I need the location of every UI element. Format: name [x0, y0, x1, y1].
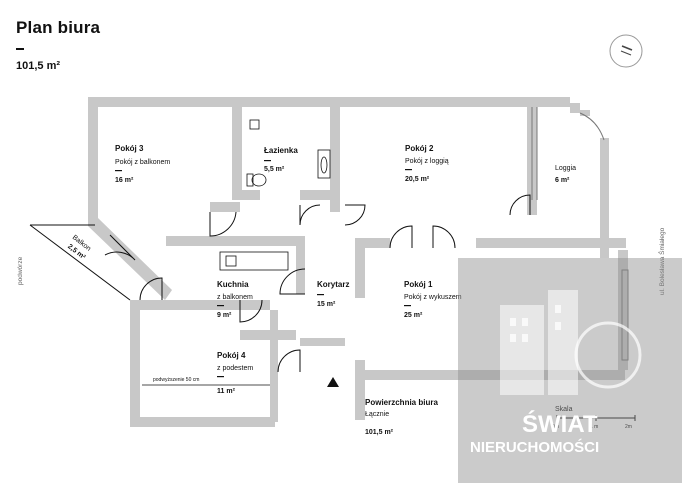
room-label-balkon: Balkon 2,5 m²: [66, 234, 92, 261]
svg-text:Pokój z loggią: Pokój z loggią: [405, 158, 449, 165]
svg-text:15 m²: 15 m²: [317, 301, 336, 308]
svg-text:101,5 m²: 101,5 m²: [365, 429, 394, 436]
svg-text:Kuchnia: Kuchnia: [217, 280, 249, 289]
room-label-korytarz: Korytarz 15 m²: [317, 280, 349, 308]
svg-text:20,5 m²: 20,5 m²: [405, 176, 430, 183]
svg-text:Loggia: Loggia: [555, 165, 576, 172]
street-label-right: ul. Bolesława Śmiałego: [657, 227, 666, 295]
svg-text:9 m²: 9 m²: [217, 312, 232, 319]
kitchen-sink-icon: [219, 251, 289, 271]
room-label-loggia: Loggia 6 m²: [555, 165, 576, 184]
watermark-logo: ŚWIAT NIERUCHOMOŚCI: [458, 258, 682, 483]
svg-text:2m: 2m: [625, 424, 632, 430]
balkon-outline: [29, 224, 131, 301]
room-label-lazienka: Łazienka 5,5 m²: [264, 146, 298, 173]
svg-text:6 m²: 6 m²: [555, 177, 570, 184]
svg-text:z podestem: z podestem: [217, 365, 253, 372]
podest-note: podwyższenie 50 cm: [153, 377, 199, 383]
street-label-left: podwórze: [17, 256, 24, 285]
svg-text:Skala: Skala: [555, 406, 573, 413]
bathroom-fixtures: [246, 119, 331, 187]
room-label-pokoj2: Pokój 2 Pokój z loggią 20,5 m²: [405, 144, 449, 183]
entrance-arrow-icon: [327, 377, 339, 387]
room-label-pokoj1: Pokój 1 Pokój z wykuszem 25 m²: [404, 280, 462, 319]
svg-text:Powierzchnia biura: Powierzchnia biura: [365, 398, 438, 407]
room-label-pokoj3: Pokój 3 Pokój z balkonem 16 m²: [115, 144, 170, 184]
scale-bar: Skala 0m 1 m 2m: [552, 406, 636, 430]
title-dash: [16, 48, 24, 50]
svg-text:Korytarz: Korytarz: [317, 280, 349, 289]
doors: [104, 194, 531, 373]
svg-text:Pokój 4: Pokój 4: [217, 351, 246, 360]
svg-text:Łazienka: Łazienka: [264, 146, 298, 155]
svg-text:Pokój 3: Pokój 3: [115, 144, 144, 153]
svg-text:Łącznie: Łącznie: [365, 411, 389, 418]
svg-text:NIERUCHOMOŚCI: NIERUCHOMOŚCI: [470, 438, 599, 456]
room-label-kuchnia: Kuchnia z balkonem 9 m²: [217, 280, 253, 319]
summary-block: Powierzchnia biura Łącznie 101,5 m²: [365, 398, 438, 436]
svg-text:Pokój z balkonem: Pokój z balkonem: [115, 159, 170, 166]
page-title: Plan biura: [16, 18, 101, 37]
svg-text:Pokój 1: Pokój 1: [404, 280, 433, 289]
svg-text:1 m: 1 m: [590, 424, 598, 430]
total-area: 101,5 m²: [16, 60, 61, 72]
svg-text:0m: 0m: [552, 424, 559, 430]
svg-text:ŚWIAT: ŚWIAT: [522, 410, 598, 438]
compass-icon: [609, 34, 643, 68]
svg-text:25 m²: 25 m²: [404, 312, 423, 319]
svg-text:11 m²: 11 m²: [217, 388, 236, 395]
svg-text:16 m²: 16 m²: [115, 177, 134, 184]
loggia-window: [531, 107, 629, 361]
room-label-pokoj4: Pokój 4 z podestem 11 m²: [217, 351, 253, 395]
svg-text:z balkonem: z balkonem: [217, 294, 253, 301]
walls: [88, 97, 628, 427]
svg-text:5,5 m²: 5,5 m²: [264, 166, 285, 173]
svg-text:Pokój 2: Pokój 2: [405, 144, 434, 153]
svg-text:Pokój z wykuszem: Pokój z wykuszem: [404, 294, 462, 301]
